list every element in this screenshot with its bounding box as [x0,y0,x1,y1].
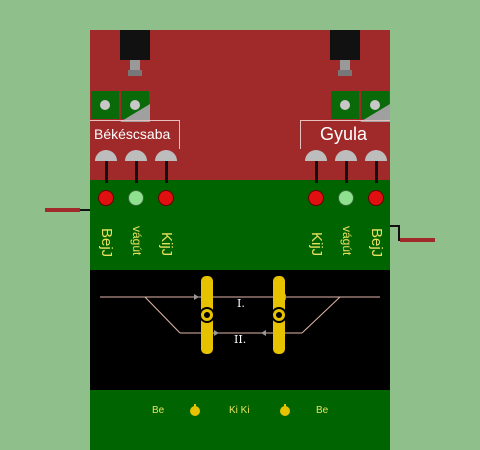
left-lamp-1-icon [95,150,117,183]
left-signal-light-bejj[interactable] [99,191,113,205]
left-plug-icon [120,30,150,60]
right-signal-light-kijj[interactable] [309,191,323,205]
left-plug-foot [128,70,142,76]
right-switch-knob[interactable] [271,307,287,323]
right-station-name: Gyula [320,124,368,144]
left-plug-neck [130,60,140,70]
right-line-wire-vertical [398,225,400,241]
left-lamp-2-icon [125,150,147,183]
left-label-bejj: BejJ [98,228,115,258]
left-station-name: Békéscsaba [94,126,171,142]
right-wedge [360,104,390,122]
right-plug-foot [338,70,352,76]
left-signal-light-vagut[interactable] [129,191,143,205]
left-entry-label: Be [152,405,165,416]
right-station-frame [300,120,390,149]
left-wedge [120,104,150,122]
right-label-kijj: KijJ [308,232,325,257]
right-lamp-2-icon [335,150,357,183]
right-label-vagut: vágút [340,226,354,256]
control-bar [90,390,390,450]
right-entry-label: Be [316,405,329,416]
right-signal-light-vagut[interactable] [339,191,353,205]
right-line-connector [400,238,435,242]
right-indicator-square-1 [331,91,359,119]
track-1-label: I. [237,297,245,310]
left-switch-knob[interactable] [199,307,215,323]
left-line-connector [45,208,80,212]
right-plug-neck [340,60,350,70]
left-lamp-3-icon [155,150,177,183]
left-label-vagut: vágút [130,226,144,256]
left-label-kijj: KijJ [158,232,175,257]
exit-labels: Ki Ki [229,405,250,416]
left-signal-light-kijj[interactable] [159,191,173,205]
right-plug-icon [330,30,360,60]
track-lines [100,294,380,336]
left-line-wire [80,209,90,211]
right-label-bejj: BejJ [368,228,385,258]
track-2-label: II. [234,333,247,346]
track-diagram [90,270,390,390]
left-entry-button[interactable] [190,404,200,416]
left-station-frame [90,120,180,149]
right-entry-button[interactable] [280,404,290,416]
right-lamp-3-icon [365,150,387,183]
right-signal-light-bejj[interactable] [369,191,383,205]
right-line-wire [390,225,400,227]
left-indicator-square-1 [91,91,119,119]
right-lamp-1-icon [305,150,327,183]
